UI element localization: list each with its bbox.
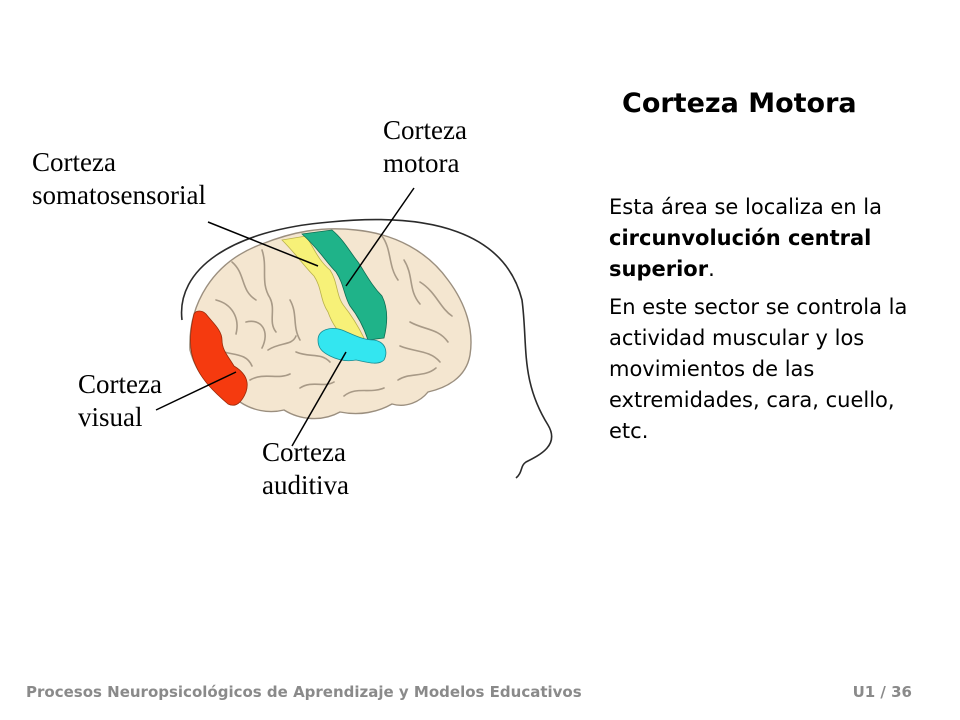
label-motor-cortex: Corteza motora xyxy=(383,114,467,180)
auditory-cortex-region xyxy=(317,328,387,364)
paragraph-location-text: Esta área se localiza en la xyxy=(609,195,882,219)
brain-body xyxy=(189,228,472,420)
paragraph-location: Esta área se localiza en la circunvoluci… xyxy=(609,192,929,285)
head-outline xyxy=(180,218,553,479)
label-somatosensory-line1: Corteza xyxy=(32,147,116,177)
leader-lines xyxy=(155,187,415,447)
label-motor-line2: motora xyxy=(383,148,460,178)
footer-course-title: Procesos Neuropsicológicos de Aprendizaj… xyxy=(26,683,582,701)
slide-title: Corteza Motora xyxy=(622,88,857,119)
motor-cortex-region xyxy=(301,229,388,341)
leader-line-motor xyxy=(345,187,415,287)
label-visual-line2: visual xyxy=(78,402,143,432)
label-visual-line1: Corteza xyxy=(78,369,162,399)
paragraph-location-bold: circunvolución central superior xyxy=(609,226,872,281)
paragraph-location-end: . xyxy=(708,257,715,281)
label-motor-line1: Corteza xyxy=(383,115,467,145)
leader-line-somatosensory xyxy=(207,221,319,267)
footer-page-number: U1 / 36 xyxy=(852,683,912,701)
paragraph-function: En este sector se controla la actividad … xyxy=(609,295,908,443)
label-visual-cortex: Corteza visual xyxy=(78,368,162,434)
label-auditory-line2: auditiva xyxy=(262,470,349,500)
somatosensory-cortex-region xyxy=(281,235,365,345)
brain-gyri xyxy=(215,235,453,397)
label-auditory-cortex: Corteza auditiva xyxy=(262,436,349,502)
label-somatosensory-line2: somatosensorial xyxy=(32,180,206,210)
leader-line-visual xyxy=(155,371,237,411)
leader-line-auditory xyxy=(291,351,347,447)
visual-cortex-region xyxy=(190,310,248,406)
label-somatosensory-cortex: Corteza somatosensorial xyxy=(32,146,206,212)
label-auditory-line1: Corteza xyxy=(262,437,346,467)
